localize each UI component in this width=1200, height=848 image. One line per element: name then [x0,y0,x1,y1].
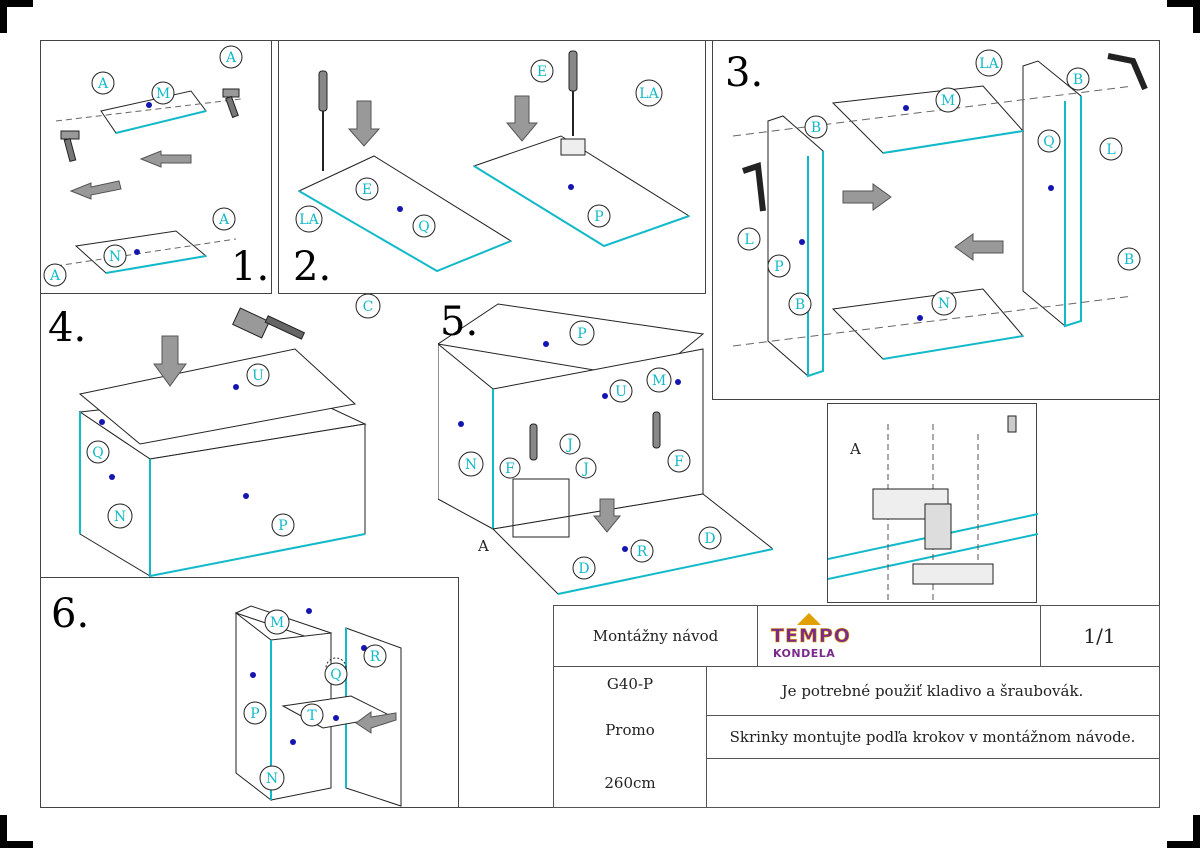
step-3-label-4: L [1106,142,1115,158]
step-5-label-5: J [581,461,589,477]
step-4-label-4: P [278,518,287,534]
step-4-label-1: U [252,368,264,384]
step-1-label-5: A [49,268,61,284]
step-5-label-10: R [637,544,648,560]
corner-mark-tr [1167,0,1200,33]
step-3-illustration: LA B M B L Q L P B B N [732,49,1148,378]
step-2-label-1: LA [299,212,319,228]
step-1-label-4: A [218,212,230,228]
step-4-area: C U Q N P 4. [40,293,438,578]
step-1-illustration: A M A N A A [43,45,243,287]
step-1-label-2: A [225,50,237,66]
step-3-label-8: B [1124,252,1134,268]
corner-mark-br [1167,815,1200,848]
step-1-labels: A M A N A A [43,45,243,287]
product-size: 260cm [604,774,656,792]
step-5-label-4: J [565,437,573,453]
step-5-area: P U M N J J F F D D R A 5. [436,294,775,606]
logo-roof-icon [797,612,821,625]
tools-note: Je potrebné použiť kladivo a šraubovák. [781,681,1084,700]
title-block: Montážny návod TEMPO KONDELA 1/1 G40-P P… [553,605,1160,808]
step-2-label-2: Q [418,219,429,235]
step-3-label-6: L [744,232,753,248]
document-title: Montážny návod [592,627,719,645]
step-2-label-3: E [537,64,547,80]
step-6-label-0: M [270,615,284,631]
brand-logo: TEMPO KONDELA [757,606,1040,666]
step-4-label-3: N [114,509,126,525]
step-3-number: 3. [725,50,764,96]
step-5-label-6: F [505,461,515,477]
step-6-number: 6. [51,591,90,637]
step-1-label-1: M [156,86,170,102]
step-6-label-1: R [370,649,381,665]
step-3-label-3: B [811,120,821,136]
step-3-label-9: B [795,297,805,313]
step-2-illustration: E LA Q E LA P [295,50,691,273]
corner-mark-bl [0,815,33,848]
step-1-label-0: A [97,76,109,92]
step-1-number: 1. [231,244,270,290]
logo-brand: TEMPO [771,624,851,647]
step-5-label-9: D [704,531,715,547]
detail-a-panel: A [827,403,1039,604]
detail-a-illustration: A [827,415,1039,604]
step-5-label-8: D [578,561,589,577]
step-2-label-5: P [594,209,603,225]
step-6-label-2: Q [330,667,341,683]
step-6-label-3: P [250,706,259,722]
step-1-label-3: N [109,249,121,265]
step-3-label-2: M [941,93,955,109]
step-6-label-5: N [266,771,278,787]
step-5-label-0: P [577,326,586,342]
step-5-detail-ref: A [477,537,489,555]
page-number: 1/1 [1083,624,1116,648]
step-4-label-2: Q [92,445,103,461]
step-2-label-4: LA [639,86,659,102]
step-5-label-7: F [674,454,684,470]
step-5-label-2: M [652,373,666,389]
step-5-label-1: U [615,384,627,400]
step-5-number: 5. [440,299,479,345]
assembly-note: Skrinky montujte podľa krokov v montážno… [729,727,1136,746]
detail-a-label: A [849,440,861,458]
step-3-label-10: N [938,296,950,312]
step-5-label-3: N [465,457,477,473]
step-4-illustration: C U Q N P [78,293,381,578]
step-2-number: 2. [293,244,332,290]
product-name: Promo [605,721,655,739]
step-3-label-5: Q [1043,134,1054,150]
step-4-number: 4. [48,305,87,351]
step-6-illustration: M R Q P T N [234,605,402,807]
step-2-label-0: E [362,182,372,198]
step-3-label-1: B [1073,72,1083,88]
step-2-panel: E LA Q E LA P 2. [278,40,706,294]
corner-mark-tl [0,0,33,33]
model-code: G40-P [606,675,654,693]
step-5-illustration: P U M N J J F F D D R A [436,303,775,595]
step-1-panel: A M A N A A 1. [40,40,272,294]
step-4-label-0: C [363,299,374,315]
step-6-label-4: T [307,708,317,724]
step-3-label-0: LA [979,56,999,72]
logo-sub: KONDELA [773,646,836,660]
step-3-label-7: P [774,259,783,275]
step-3-panel: LA B M B L Q L P B B N 3. [712,40,1160,400]
step-6-panel: M R Q P T N 6. [40,577,459,808]
